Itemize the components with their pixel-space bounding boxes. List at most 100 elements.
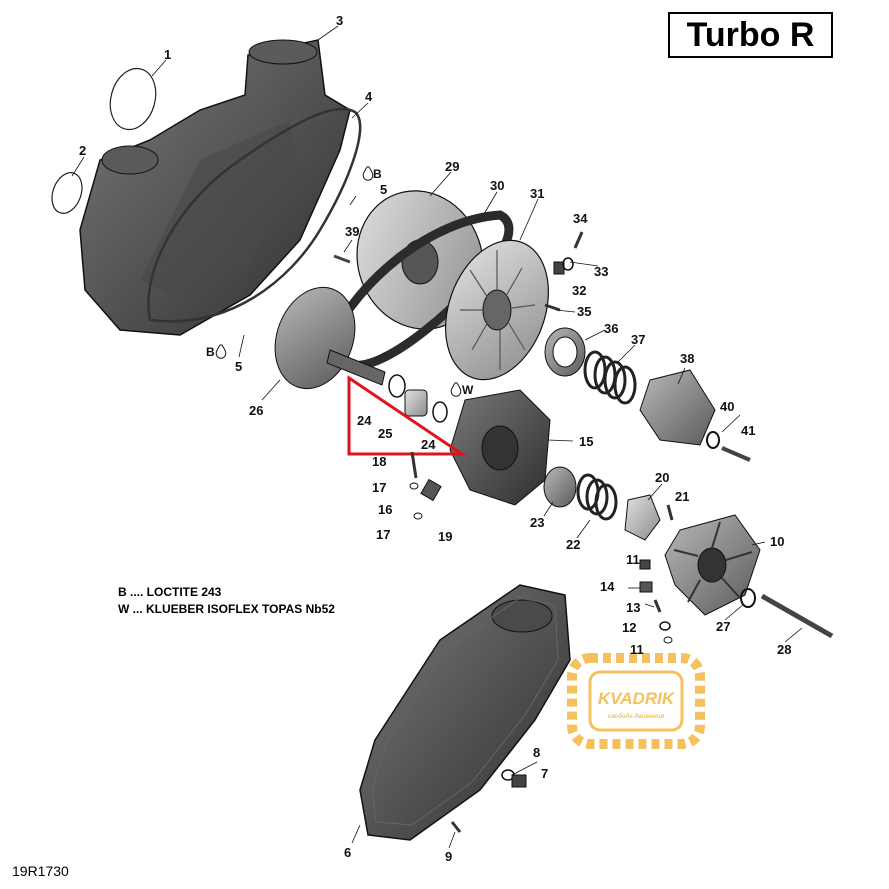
- part-16-roller: [420, 478, 442, 502]
- callout-5-upper: 5: [380, 182, 387, 197]
- outer-cover-rim: [371, 597, 559, 826]
- callout-27: 27: [716, 619, 730, 634]
- callout-6: 6: [344, 845, 351, 860]
- part-37-spring: [583, 350, 637, 405]
- part-18-pin: [410, 451, 418, 479]
- callout-19: 19: [438, 529, 452, 544]
- callout-29: 29: [445, 159, 459, 174]
- part-17-washer-lower: [413, 512, 423, 520]
- callout-39: 39: [345, 224, 359, 239]
- part-17-washer-upper: [409, 482, 419, 490]
- callout-33: 33: [594, 264, 608, 279]
- part-24-o-ring-left: [388, 374, 406, 398]
- marker-b-lower: B: [206, 345, 215, 359]
- pulley-shaft: [326, 349, 386, 386]
- part-35-pin: [544, 303, 561, 312]
- part-11-washer-lower: [663, 636, 673, 644]
- callout-21: 21: [675, 489, 689, 504]
- callout-34: 34: [573, 211, 588, 226]
- callout-24-left: 24: [357, 413, 372, 428]
- callout-17-upper: 17: [372, 480, 386, 495]
- inner-cover-duct-left: [101, 145, 159, 175]
- leader-lines: [71, 25, 803, 849]
- callout-8: 8: [533, 745, 540, 760]
- watermark-brand: KVADRIK: [598, 689, 676, 708]
- part-27-washer: [740, 588, 756, 608]
- part-12-washer: [659, 621, 671, 631]
- part-13-pin: [653, 599, 662, 613]
- callout-36: 36: [604, 321, 618, 336]
- part-38-cam-cover: [639, 369, 716, 446]
- callout-38: 38: [680, 351, 694, 366]
- callout-26: 26: [249, 403, 263, 418]
- part-11-bushing-upper: [639, 559, 651, 570]
- callout-5-lower: 5: [235, 359, 242, 374]
- part-39-screw: [333, 254, 351, 264]
- model-title: Turbo R: [668, 12, 833, 58]
- part-9-screw: [450, 821, 462, 833]
- drop-icon-b-upper: [362, 166, 374, 181]
- callout-9: 9: [445, 849, 452, 864]
- highlight-triangle: [347, 375, 467, 456]
- callout-13: 13: [626, 600, 640, 615]
- callout-28: 28: [777, 642, 791, 657]
- callout-12: 12: [622, 620, 636, 635]
- part-30-drive-belt: [324, 210, 514, 370]
- watermark-tagline: свобода движения: [608, 713, 665, 720]
- part-7-plug: [511, 774, 527, 788]
- part-22-spring: [576, 473, 618, 521]
- callout-11-upper: 11: [626, 552, 640, 567]
- callout-4: 4: [365, 89, 373, 104]
- callout-3: 3: [336, 13, 343, 28]
- clutch-housing-bore: [481, 425, 519, 471]
- inner-cover-duct-top: [248, 39, 318, 65]
- part-23-ring: [543, 466, 577, 508]
- callout-1: 1: [164, 47, 171, 62]
- callout-7: 7: [541, 766, 548, 781]
- callout-labels: 1 2 3 4 5 5 6 7 8 9 10 11 11 12 13 14 15…: [79, 13, 791, 864]
- fan-sheave-fins: [460, 250, 536, 370]
- kvadrik-watermark: KVADRIK свобода движения: [567, 653, 705, 749]
- inner-cover-cavity: [140, 120, 300, 300]
- part-41-bolt: [721, 446, 751, 462]
- part-2-o-ring: [51, 172, 83, 214]
- callout-16: 16: [378, 502, 392, 517]
- part-21-screw: [666, 504, 674, 521]
- callout-10: 10: [770, 534, 784, 549]
- marker-b-upper: B: [373, 167, 382, 181]
- part-24-o-ring-right: [432, 401, 448, 423]
- lubricant-markers: B B W: [206, 166, 474, 397]
- part-1-o-ring: [109, 67, 157, 131]
- callout-41: 41: [741, 423, 755, 438]
- drop-icon-w: [450, 382, 462, 397]
- part-20-cage: [624, 494, 661, 541]
- callout-22: 22: [566, 537, 580, 552]
- document-id: 19R1730: [12, 863, 69, 879]
- part-4-gasket-seal: [147, 107, 362, 323]
- callout-31: 31: [530, 186, 544, 201]
- callout-14: 14: [600, 579, 615, 594]
- drop-icon-b-lower: [215, 344, 227, 359]
- callout-37: 37: [631, 332, 645, 347]
- legend-loctite: B .... LOCTITE 243: [118, 585, 222, 599]
- part-28-bolt: [760, 593, 834, 639]
- part-25-bushing: [404, 389, 428, 417]
- part-14-roller: [639, 581, 653, 593]
- ring-36-bore: [552, 336, 578, 368]
- callout-2: 2: [79, 143, 86, 158]
- legend-klueber: W ... KLUEBER ISOFLEX TOPAS Nb52: [118, 602, 335, 616]
- spider-hub: [697, 547, 727, 583]
- callout-25: 25: [378, 426, 392, 441]
- callout-15: 15: [579, 434, 593, 449]
- callout-23: 23: [530, 515, 544, 530]
- callout-11-lower: 11: [630, 642, 644, 657]
- part-40-washer: [706, 431, 720, 449]
- callout-32: 32: [572, 283, 586, 298]
- part-33-washer: [562, 257, 574, 271]
- marker-w: W: [462, 383, 474, 397]
- callout-40: 40: [720, 399, 734, 414]
- part-34-screw: [573, 231, 584, 249]
- callout-17-lower: 17: [376, 527, 390, 542]
- part-6-outer-cover: [359, 584, 571, 841]
